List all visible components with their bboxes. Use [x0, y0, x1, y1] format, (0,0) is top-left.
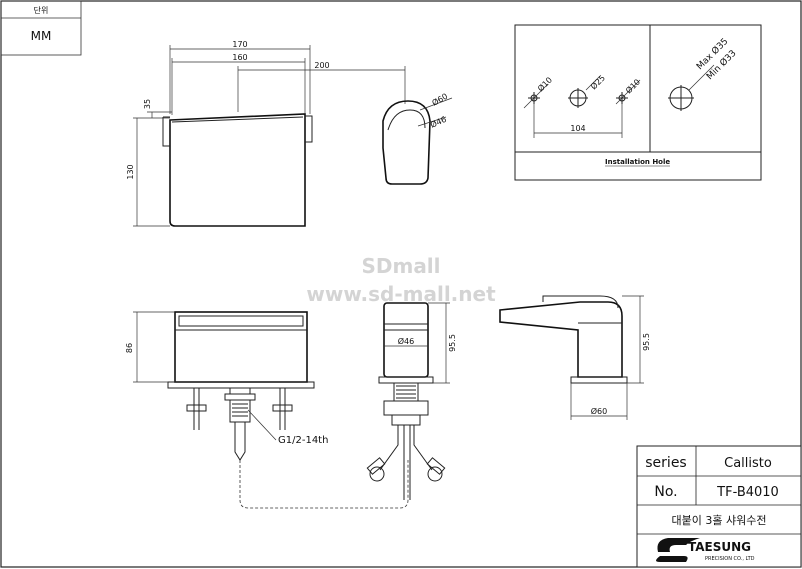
dim-35: 35: [143, 99, 152, 109]
center-view: Ø46 95.5: [366, 302, 457, 500]
unit-box-label: 단위: [34, 5, 49, 15]
side-view: Ø60 95.5: [499, 295, 651, 420]
dim-86: 86: [125, 343, 134, 353]
inst-dia-10-right: Ø10: [623, 77, 642, 96]
dim-160: 160: [232, 53, 247, 62]
dim-95-5-side: 95.5: [642, 333, 651, 351]
dia-60-top: Ø60: [430, 91, 449, 108]
title-block: series Callisto No. TF-B4010 대붙이 3홀 샤워수전…: [636, 445, 802, 568]
series-value: Callisto: [724, 456, 772, 471]
series-label: series: [645, 455, 686, 471]
brand-subtitle: PRECISION CO., LTD: [705, 556, 755, 562]
no-value: TF-B4010: [716, 485, 779, 500]
inst-dia-25: Ø25: [588, 73, 607, 92]
dim-95-5-center: 95.5: [448, 334, 457, 352]
taesung-logo: TAESUNG PRECISION CO., LTD: [656, 538, 755, 562]
dim-200: 200: [314, 61, 329, 70]
front-view: 86 G1/2-14th: [125, 311, 409, 509]
watermark-line1: SDmall: [361, 254, 440, 278]
watermark-line2: www.sd-mall.net: [306, 282, 496, 306]
unit-box: 단위 MM: [0, 0, 82, 56]
no-label: No.: [654, 484, 677, 500]
dia-46-center: Ø46: [398, 336, 414, 346]
inst-spacing-104: 104: [570, 124, 585, 133]
unit-box-value: MM: [31, 29, 52, 43]
inst-dia-10-left: Ø10: [535, 75, 554, 94]
dia-46-top: Ø46: [429, 114, 448, 130]
product-description: 대붙이 3홀 샤워수전: [672, 514, 767, 527]
dim-170: 170: [232, 40, 247, 49]
installation-hole-caption: Installation Hole: [605, 158, 670, 166]
dia-60-side: Ø60: [591, 406, 607, 416]
installation-hole-box: Ø10 Ø25 Ø10 Max Ø35 Min Ø33 104 Installa…: [514, 24, 762, 181]
brand-name: TAESUNG: [688, 540, 751, 554]
dim-130: 130: [126, 164, 135, 179]
thread-label: G1/2-14th: [278, 435, 328, 446]
top-view: 170 160 200 35 130 Ø60 Ø46: [126, 40, 453, 227]
